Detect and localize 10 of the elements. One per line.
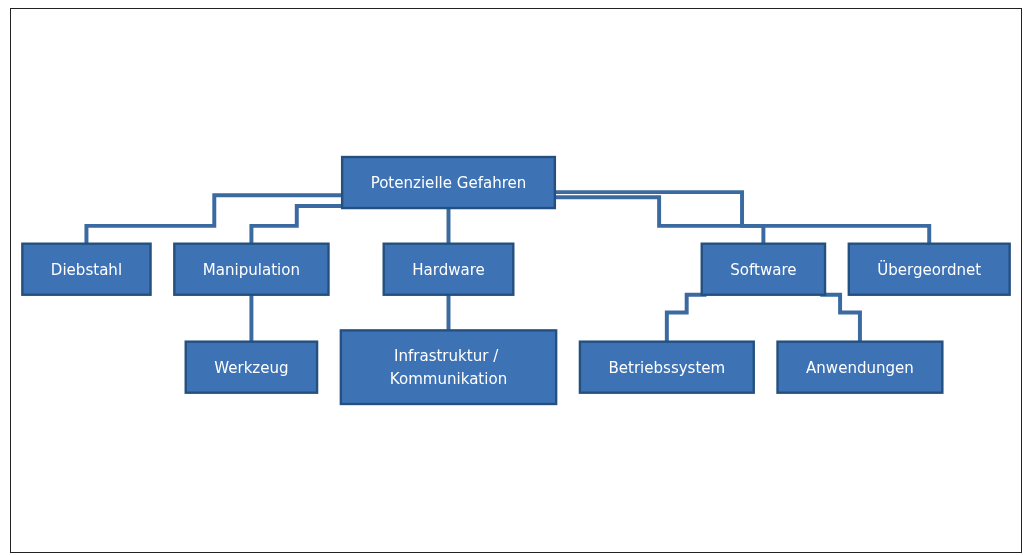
node-box: Potenzielle Gefahren (340, 155, 557, 210)
node-box: Werkzeug (184, 340, 319, 394)
node-box: Übergeordnet (847, 242, 1011, 296)
node-box: Manipulation (173, 242, 330, 296)
node-box: Betriebssystem (578, 340, 755, 394)
node-box: Hardware (382, 242, 515, 296)
node-box: Diebstahl (21, 242, 152, 296)
node-box: Infrastruktur / Kommunikation (339, 329, 558, 406)
node-box: Software (700, 242, 827, 296)
node-box: Anwendungen (776, 340, 944, 394)
